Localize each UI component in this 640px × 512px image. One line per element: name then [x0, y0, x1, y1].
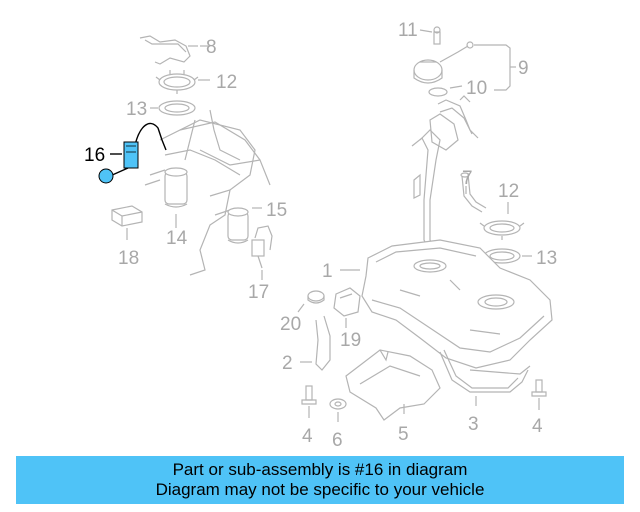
part-number-6: 6 — [332, 430, 343, 451]
part-11-bolt: 11 — [398, 20, 441, 45]
part-number-7: 7 — [462, 168, 473, 189]
part-14-fuel-pump: 14 — [144, 109, 271, 276]
part-2-strap: 2 — [282, 315, 331, 374]
part-number-3: 3 — [468, 414, 479, 435]
part-13-seal-left: 13 — [126, 99, 196, 120]
part-12-lock-ring-left: 12 — [155, 70, 237, 94]
part-number-13-left: 13 — [126, 99, 147, 120]
part-5-heat-shield: 5 — [345, 349, 441, 445]
part-12-lock-ring-right: 12 — [479, 181, 525, 240]
part-16-level-sensor: 16 — [84, 122, 167, 184]
part-19-bracket: 19 — [333, 287, 361, 351]
part-number-12-left: 12 — [216, 72, 237, 93]
parts-diagram: 8 12 13 14 15 — [84, 20, 557, 451]
part-number-2: 2 — [282, 353, 293, 374]
part-number-1: 1 — [322, 261, 333, 282]
part-number-14: 14 — [166, 228, 188, 249]
part-9-cap-assembly: 9 — [413, 41, 529, 91]
part-number-11: 11 — [398, 20, 418, 41]
part-1-fuel-tank: 1 — [322, 239, 553, 375]
part-8-harness: 8 — [139, 35, 217, 65]
part-6-nut: 6 — [329, 398, 347, 451]
part-number-19: 19 — [340, 330, 361, 351]
part-number-9: 9 — [518, 58, 529, 79]
part-number-20: 20 — [280, 314, 301, 335]
part-number-10: 10 — [466, 78, 487, 99]
banner-line-1: Part or sub-assembly is #16 in diagram — [172, 460, 468, 479]
part-number-18: 18 — [118, 248, 139, 269]
part-number-8: 8 — [206, 37, 217, 58]
part-number-17: 17 — [248, 282, 269, 303]
part-7-hose: 7 — [460, 168, 487, 213]
part-number-4-right: 4 — [532, 416, 543, 437]
part-number-13-right: 13 — [536, 248, 557, 269]
part-number-15: 15 — [266, 200, 287, 221]
part-number-4-left: 4 — [302, 426, 313, 447]
part-18-connector: 18 — [111, 205, 143, 269]
part-number-5: 5 — [398, 424, 409, 445]
part-number-12-right: 12 — [498, 181, 519, 202]
part-17-wire: 17 — [248, 225, 273, 303]
part-10-oring: 10 — [428, 78, 487, 99]
part-4-bolt-right: 4 — [531, 379, 547, 437]
part-number-16: 16 — [84, 145, 105, 166]
banner-line-2: Diagram may not be specific to your vehi… — [155, 480, 485, 499]
info-banner: Part or sub-assembly is #16 in diagram D… — [16, 456, 624, 504]
part-15-filter: 15 — [227, 200, 287, 244]
part-4-bolt-left: 4 — [301, 385, 317, 447]
part-3-strap: 3 — [439, 349, 529, 435]
part-20-grommet: 20 — [280, 290, 325, 335]
